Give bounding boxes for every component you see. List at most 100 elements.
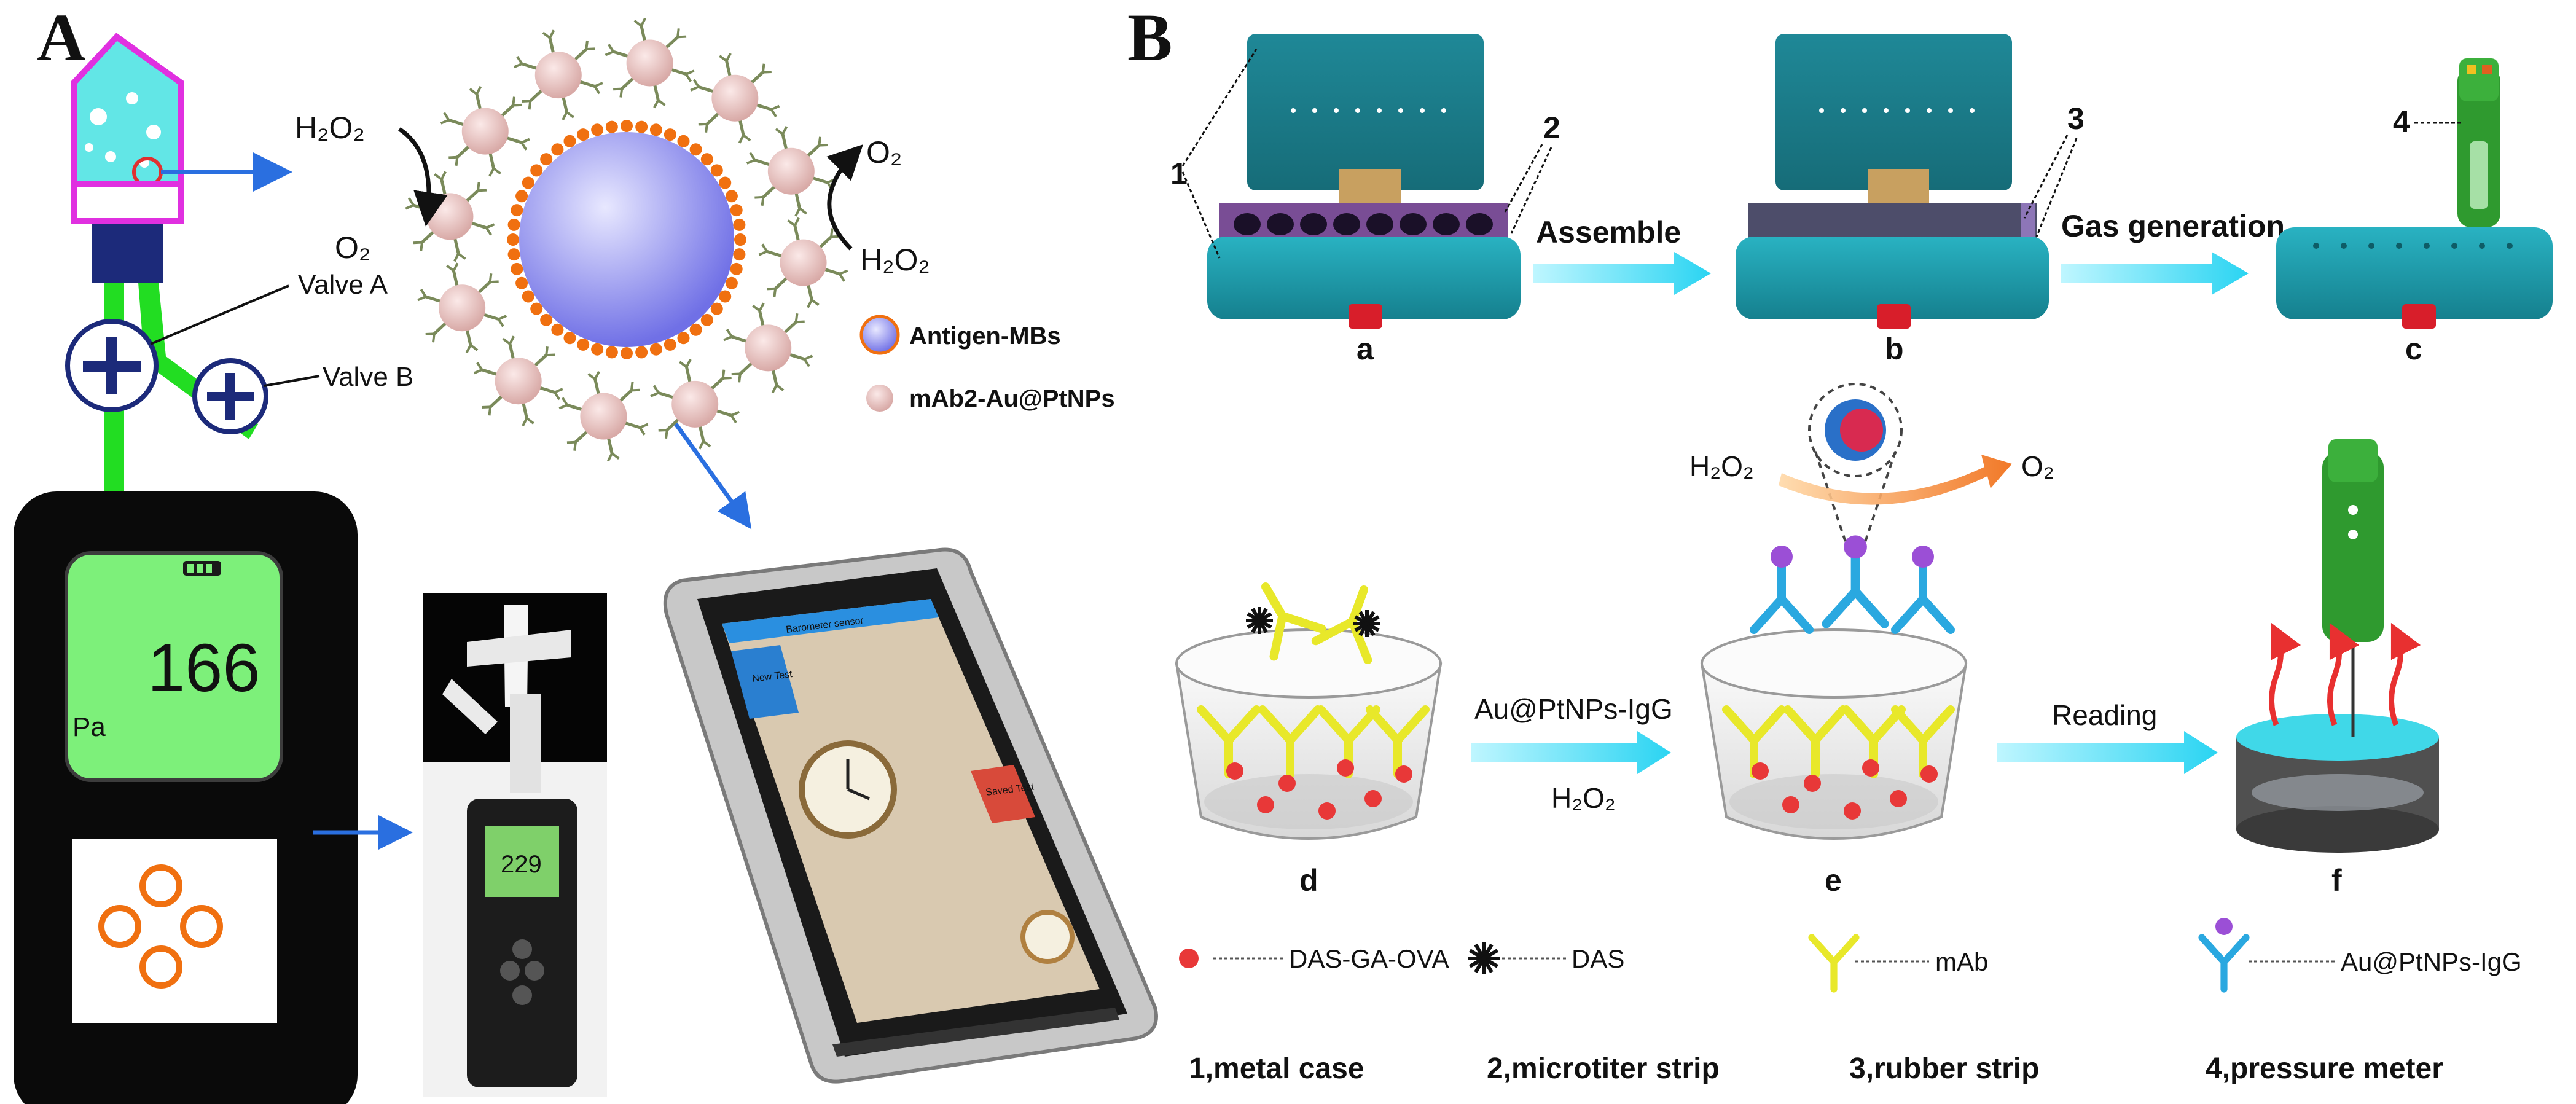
lid-hole <box>1884 108 1889 113</box>
pressure-unit: Pa <box>72 712 106 742</box>
assemble-arrow <box>1533 252 1711 295</box>
legend-das-ga-ova: DAS-GA-OVA <box>1179 944 1449 973</box>
antigen-dot <box>734 233 746 246</box>
phone-tile-new <box>731 645 799 719</box>
step-b: b <box>1885 332 1904 366</box>
conjugate-label: Au@PtNPs-IgG <box>1474 693 1673 725</box>
antigen-dot <box>1862 759 1879 777</box>
antigen-dot <box>540 153 553 166</box>
assemble-label: Assemble <box>1536 215 1681 249</box>
antigen-dot <box>515 190 528 203</box>
microtiter-well <box>1267 213 1294 235</box>
antigen-dot <box>591 343 604 356</box>
step-f: f <box>2331 863 2342 898</box>
antigen-dot <box>689 143 702 156</box>
phone-screen <box>722 599 1100 1023</box>
case-hole <box>2507 243 2513 249</box>
antigen-dot <box>1752 762 1769 780</box>
antigen-dot <box>733 218 746 231</box>
phone-header-bar <box>722 599 939 643</box>
antigen-dot <box>1920 765 1938 783</box>
lid-hole <box>1441 108 1446 113</box>
antigen-dot <box>551 143 564 156</box>
case-hole <box>2451 243 2457 249</box>
conjugate-arrow <box>1471 731 1671 774</box>
legend-mab2-icon <box>866 385 893 412</box>
case-hole <box>2479 243 2485 249</box>
step-a: a <box>1357 332 1374 366</box>
orange-antigen-ring <box>507 120 746 359</box>
pt-nanoparticle <box>758 217 848 308</box>
antigen-dot <box>551 323 564 336</box>
antigen-dot <box>719 290 732 303</box>
lid-hole <box>1970 108 1975 113</box>
meter-photo: 229 <box>423 593 607 1097</box>
pt-nanoparticle <box>650 359 740 450</box>
step-e: e <box>1825 863 1842 898</box>
case-hole <box>2341 243 2347 249</box>
pt-nanoparticle <box>513 29 603 120</box>
free-mab-with-das <box>1246 582 1380 665</box>
lid-hole <box>1377 108 1382 113</box>
lid-hole <box>1862 108 1867 113</box>
lid-hole <box>1905 108 1910 113</box>
pt-nanoparticles <box>405 17 848 462</box>
photo-reading: 229 <box>501 851 542 878</box>
valve-b-icon <box>192 358 268 434</box>
lid-hole <box>1420 108 1425 113</box>
well-e <box>1700 535 1968 840</box>
lid-hole <box>1334 108 1339 113</box>
antigen-dot <box>635 120 648 133</box>
pressure-reading: 166 <box>147 630 260 706</box>
label-num2: 2 <box>1543 111 1560 145</box>
sealed-well-f <box>2236 439 2439 853</box>
antigen-dot <box>1395 765 1412 783</box>
h2o2-right: H₂O₂ <box>860 243 930 277</box>
key-metal-case: 1,metal case <box>1189 1052 1364 1085</box>
lid-hole <box>1841 108 1846 113</box>
antigen-dot <box>1318 802 1336 820</box>
antigen-dot <box>522 290 534 303</box>
legend-igg-label: Au@PtNPs-IgG <box>2341 947 2522 976</box>
antigen-dot <box>540 313 553 326</box>
label-num1: 1 <box>1170 157 1188 191</box>
antigen-dot <box>664 338 676 351</box>
legend-das: DAS <box>1468 942 1624 974</box>
microtiter-well <box>1300 213 1327 235</box>
antigen-dot <box>1844 802 1861 820</box>
antigen-dot <box>649 123 662 136</box>
antigen-dot <box>563 135 576 147</box>
antigen-dot <box>725 276 738 289</box>
legend-antigen-label: Antigen-MBs <box>909 323 1061 350</box>
panel-b-label: B <box>1127 0 1172 75</box>
sample-vial <box>71 33 184 283</box>
free-mab-y <box>1311 585 1372 665</box>
gas-generation-label: Gas generation <box>2061 209 2285 243</box>
case-hole <box>2368 243 2374 249</box>
pt-nanoparticle <box>723 302 813 394</box>
antigen-dot <box>719 176 732 189</box>
legend-antigen-icon <box>859 315 900 355</box>
h2o2-left: H₂O₂ <box>295 111 365 145</box>
microtiter-well <box>1466 213 1493 235</box>
antigen-dot <box>1890 790 1907 807</box>
microtiter-well <box>1366 213 1393 235</box>
star-icon <box>1468 942 1500 974</box>
legend-mab-label: mAb <box>1935 947 1988 976</box>
lid-hole <box>1291 108 1296 113</box>
antigen-dot <box>511 204 523 217</box>
legend-das-label: DAS <box>1572 944 1624 973</box>
antigen-dot <box>664 128 676 141</box>
antigen-dot <box>733 248 746 261</box>
mab-icon <box>1808 934 1860 993</box>
antigen-dot <box>635 346 648 359</box>
immunocomplex-illustration <box>405 17 848 462</box>
das-star-legend <box>1468 942 1500 974</box>
immobilized-mab <box>1783 705 1847 778</box>
antigen-magnetic-bead <box>519 132 734 347</box>
antigen-dot <box>677 135 690 147</box>
reading-arrow <box>1997 731 2218 774</box>
pressure-device: 166 Pa <box>14 491 358 1104</box>
well-d <box>1175 628 1443 840</box>
antigen-dot <box>1337 759 1354 777</box>
